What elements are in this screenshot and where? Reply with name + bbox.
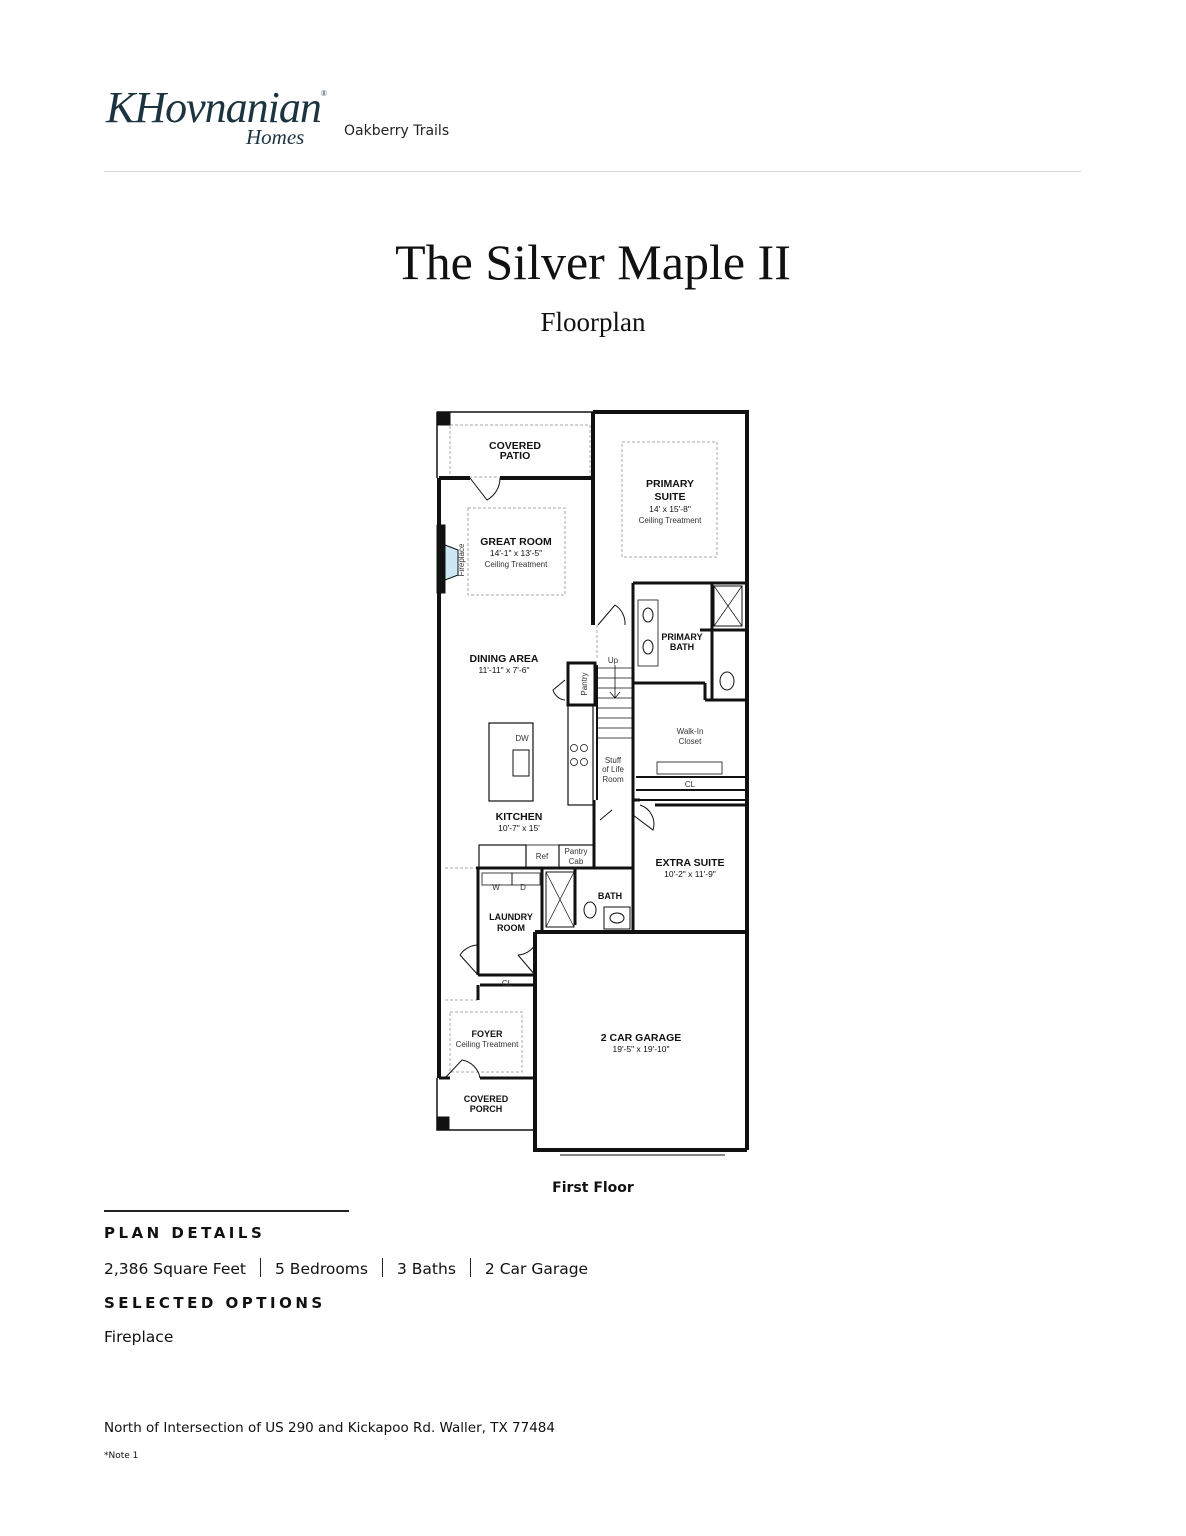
kitchen-dims: 10'-7" x 15'	[498, 823, 540, 833]
footnote: *Note 1	[104, 1451, 139, 1461]
label-pantry: Pantry	[580, 672, 589, 695]
garage-dims: 19'-5" x 19'-10"	[612, 1044, 669, 1054]
label-covered-patio: COVERED	[489, 440, 541, 452]
label-primary-suite: PRIMARY	[646, 478, 694, 490]
label-laundry-room-2: ROOM	[497, 923, 525, 933]
label-stuff-of-life: Stuff	[605, 756, 622, 765]
plan-details-heading: PLAN DETAILS	[104, 1224, 266, 1242]
extra-suite-dims: 10'-2" x 11'-9"	[664, 869, 716, 879]
label-walk-in-closet-2: Closet	[679, 737, 702, 746]
label-primary-suite-2: SUITE	[655, 491, 686, 503]
label-bath: BATH	[598, 891, 622, 901]
label-primary-bath-2: BATH	[670, 642, 694, 652]
foyer-note: Ceiling Treatment	[456, 1040, 519, 1049]
label-foyer: FOYER	[471, 1029, 503, 1039]
label-garage: 2 CAR GARAGE	[601, 1032, 682, 1044]
label-extra-suite: EXTRA SUITE	[655, 857, 724, 869]
registered-mark: ®	[320, 89, 327, 98]
community-name: Oakberry Trails	[344, 123, 450, 139]
square-feet: 2,386 Square Feet	[104, 1260, 247, 1278]
label-stairs-up: Up	[608, 656, 619, 665]
great-room-dims: 14'-1" x 13'-5"	[490, 548, 542, 558]
label-pantry-cab-2: Cab	[569, 857, 584, 866]
primary-suite-note: Ceiling Treatment	[639, 516, 702, 525]
page-subtitle: Floorplan	[540, 307, 646, 337]
community-address: North of Intersection of US 290 and Kick…	[104, 1420, 555, 1436]
plan-details: 2,386 Square Feet 5 Bedrooms 3 Baths 2 Car …	[104, 1258, 588, 1278]
label-stuff-of-life-3: Room	[602, 775, 624, 784]
floorplan-drawing: COVERED PATIO PRIMARY SUITE 14' x 15'-8"…	[436, 410, 749, 1156]
label-covered-porch-2: PORCH	[470, 1104, 503, 1114]
label-dw: DW	[515, 734, 529, 743]
dining-area-dims: 11'-11" x 7'-6"	[478, 665, 529, 675]
label-dining-area: DINING AREA	[469, 653, 538, 665]
fireplace-icon	[444, 544, 459, 581]
separator	[260, 1258, 262, 1277]
walls	[436, 410, 749, 1156]
brand-logo: KHovnanian®	[106, 86, 327, 130]
label-washer: W	[492, 883, 500, 892]
primary-suite-dims: 14' x 15'-8"	[649, 504, 691, 514]
baths: 3 Baths	[397, 1260, 456, 1278]
label-fireplace: Fireplace	[457, 543, 466, 576]
header-divider	[104, 171, 1081, 172]
label-dryer: D	[520, 883, 526, 892]
label-kitchen: KITCHEN	[496, 811, 543, 823]
selected-option: Fireplace	[104, 1328, 174, 1346]
label-primary-bath: PRIMARY	[661, 632, 702, 642]
label-ref: Ref	[536, 852, 549, 861]
label-great-room: GREAT ROOM	[480, 536, 552, 548]
room-labels: COVERED PATIO PRIMARY SUITE 14' x 15'-8"…	[456, 440, 725, 1114]
selected-options-heading: SELECTED OPTIONS	[104, 1294, 326, 1312]
label-pantry-cab: Pantry	[564, 847, 587, 856]
label-covered-patio-2: PATIO	[500, 450, 531, 462]
logo-wordmark: KHovnanian	[106, 83, 322, 132]
great-room-note: Ceiling Treatment	[485, 560, 548, 569]
label-stuff-of-life-2: of Life	[602, 765, 624, 774]
separator	[382, 1258, 383, 1277]
logo-homes: Homes	[246, 125, 305, 149]
separator	[469, 1258, 471, 1277]
floor-label: First Floor	[552, 1180, 634, 1196]
label-covered-porch: COVERED	[464, 1094, 509, 1104]
label-closet: CL	[685, 780, 696, 789]
garage: 2 Car Garage	[484, 1260, 589, 1278]
label-walk-in-closet: Walk-In	[677, 727, 704, 736]
label-laundry-room: LAUNDRY	[489, 912, 533, 922]
page-title: The Silver Maple II	[395, 234, 791, 290]
details-divider	[104, 1210, 349, 1212]
label-closet-hall: CL	[502, 979, 513, 988]
bedrooms: 5 Bedrooms	[275, 1260, 368, 1278]
